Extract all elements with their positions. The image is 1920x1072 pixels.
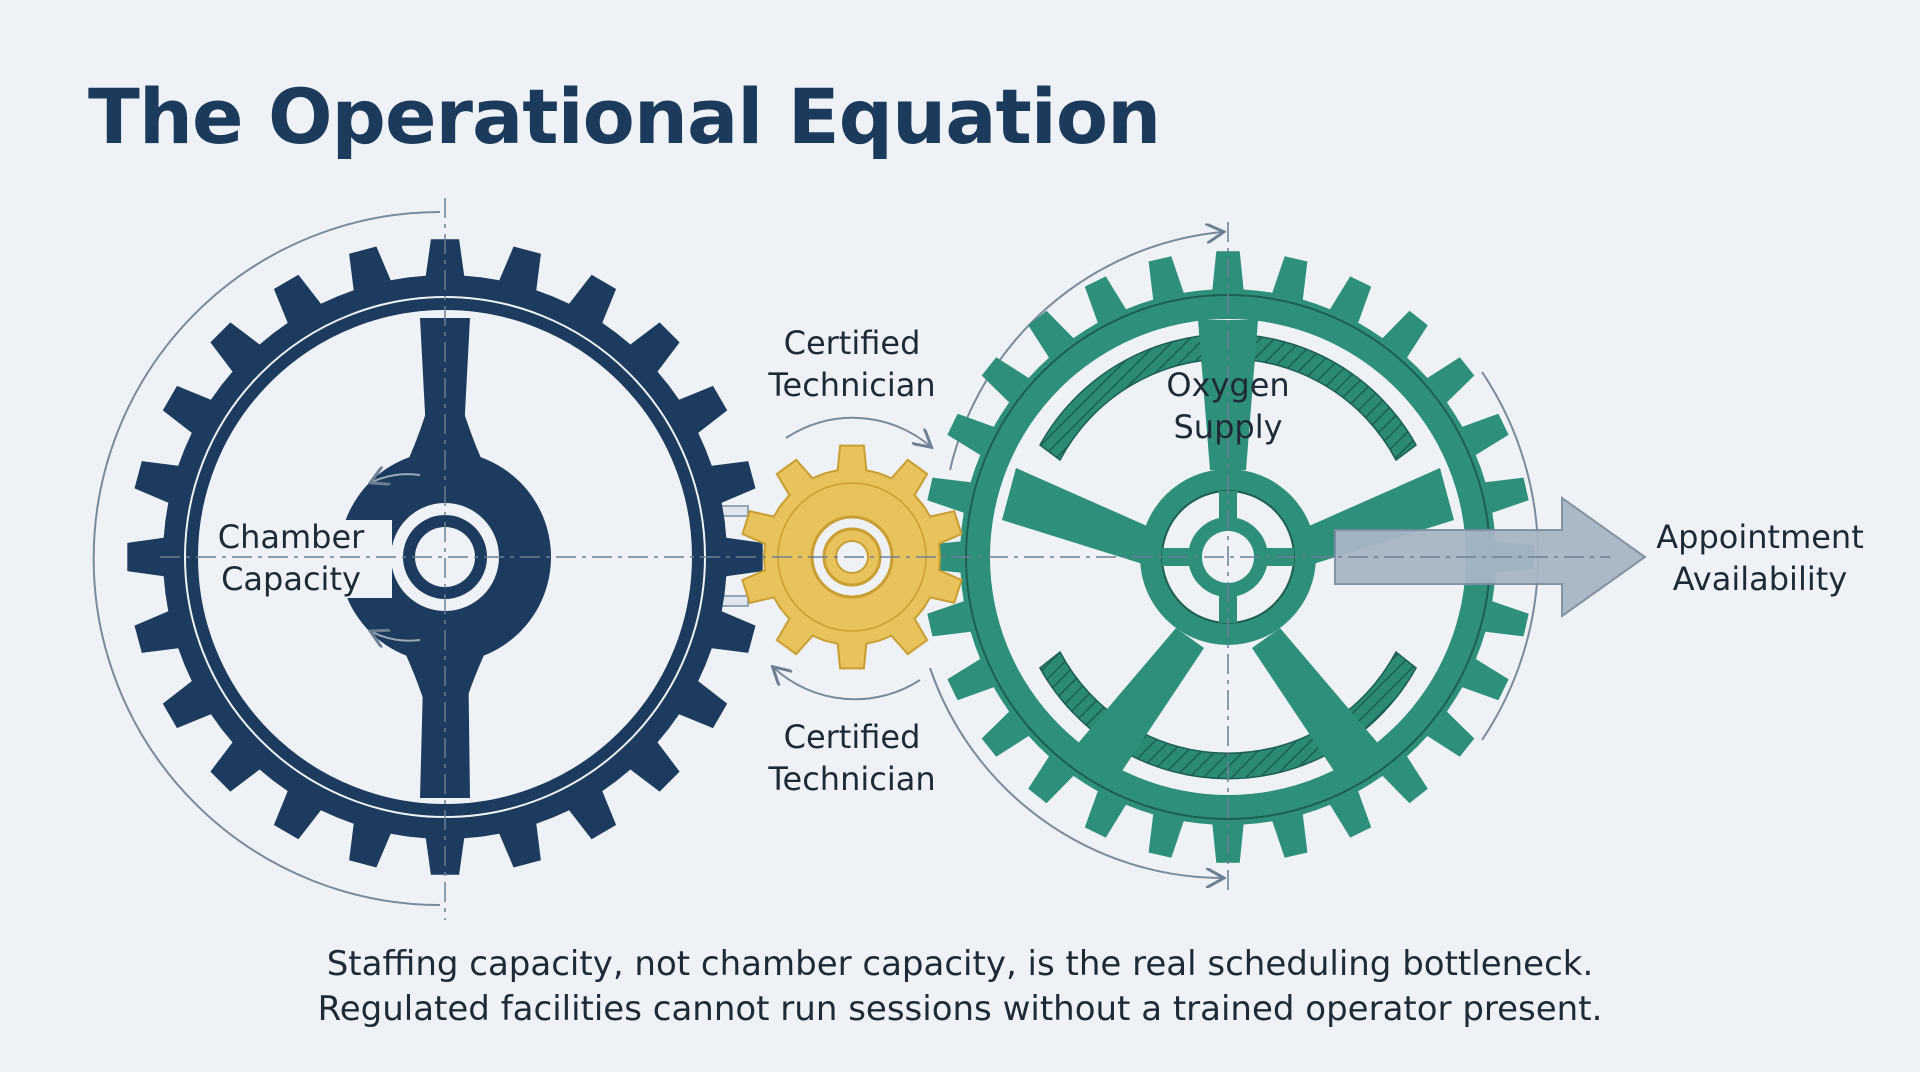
- technician-bottom-arc: [774, 668, 921, 701]
- caption-line-1: Staffing capacity, not chamber capacity,…: [326, 944, 1594, 984]
- chamber-capacity-gear: [127, 239, 763, 875]
- caption-line-2: Regulated facilities cannot run sessions…: [317, 989, 1603, 1029]
- caption: Staffing capacity, not chamber capacity,…: [0, 942, 1920, 1032]
- technician-top-label: Certified Technician: [768, 324, 936, 404]
- chamber-capacity-label: Chamber Capacity: [217, 518, 365, 598]
- chamber-dimension-arc: [92, 211, 441, 906]
- appointment-arrow: [1334, 496, 1647, 618]
- page-title: The Operational Equation: [88, 72, 1161, 161]
- oxygen-supply-label: Oxygen Supply: [1166, 366, 1290, 446]
- technician-bottom-label: Certified Technician: [768, 718, 936, 798]
- oxygen-bottom-arc: [929, 667, 1222, 878]
- technician-top-arc: [785, 416, 930, 446]
- appointment-availability-label: Appointment Availability: [1656, 518, 1864, 598]
